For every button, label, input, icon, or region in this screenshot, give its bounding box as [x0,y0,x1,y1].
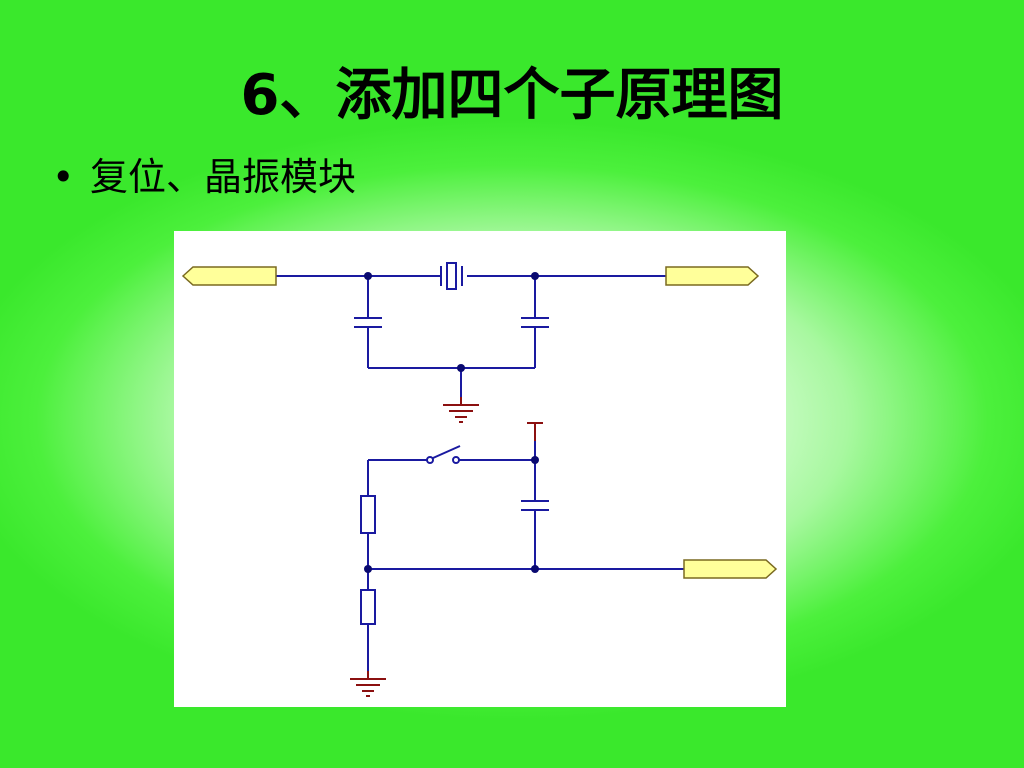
capacitor-c2 [521,317,549,328]
bullet-item: • 复位、晶振模块 [52,150,356,204]
port-reset-output[interactable] [683,559,778,579]
port-oscillator-input[interactable] [181,266,277,286]
capacitor-c3 [521,500,549,511]
bullet-text: 复位、晶振模块 [90,155,357,199]
bullet-dot: • [52,155,75,199]
crystal-symbol [440,262,463,290]
ground-symbol-oscillator [443,397,479,423]
junction-dots [364,272,539,573]
ground-symbol-reset [350,671,386,697]
slide-title: 6、添加四个子原理图 [240,63,784,128]
reset-switch [426,445,461,464]
resistor-r1 [360,495,376,534]
schematic-canvas [174,231,786,707]
vcc-symbol [527,422,543,441]
port-oscillator-output[interactable] [665,266,760,286]
capacitor-c1 [354,317,382,328]
resistor-r2 [360,589,376,625]
